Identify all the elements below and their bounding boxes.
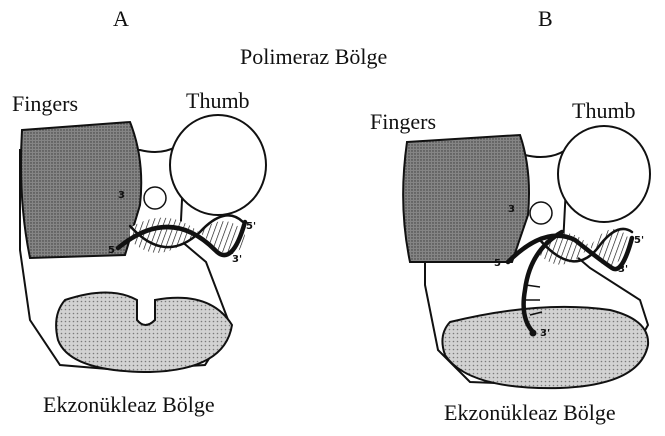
panel-b-end-3-left: 3 (508, 204, 515, 215)
panel-a-dna-helix-fill (130, 218, 245, 254)
panel-b-fingers-domain (403, 135, 529, 262)
panel-b-small-circle (530, 202, 552, 224)
panel-b-end-3-right: 3' (618, 264, 628, 275)
polymerase-region-title: Polimeraz Bölge (240, 44, 387, 69)
panel-a-fingers-label: Fingers (12, 91, 78, 116)
panel-b-thumb-label: Thumb (572, 98, 636, 123)
panel-a-end-5-right: 5' (246, 221, 256, 232)
panel-b-strand-end-dot (530, 330, 537, 337)
panel-a-exonuclease-label: Ekzonükleaz Bölge (43, 392, 215, 417)
panel-b-end-5-left: 5 (494, 258, 501, 269)
panel-a: 3 5 5' 3' Fingers Thumb Ekzonükleaz Bölg… (12, 88, 266, 417)
panel-a-end-5-left: 5 (108, 245, 115, 256)
panel-b-end-5-right: 5' (634, 235, 644, 246)
panel-a-small-circle (144, 187, 166, 209)
panel-b-letter: B (538, 6, 553, 31)
panel-b-fingers-label: Fingers (370, 109, 436, 134)
panel-b-exonuclease-label: Ekzonükleaz Bölge (444, 400, 616, 425)
panel-b-end-3-exo: 3' (540, 328, 550, 339)
panel-a-letter: A (113, 6, 129, 31)
panel-a-end-3-right: 3' (232, 254, 242, 265)
panel-a-thumb-domain (170, 115, 266, 215)
panel-a-exonuclease-domain (56, 293, 232, 373)
panel-a-end-3-left: 3 (118, 190, 125, 201)
panel-b-exonuclease-domain (442, 307, 648, 388)
panel-b-thumb-domain (558, 126, 650, 222)
panel-b: 3 5 5' 3' 3' Fingers Thumb Ekzonükleaz B… (370, 98, 650, 425)
panel-a-thumb-label: Thumb (186, 88, 250, 113)
